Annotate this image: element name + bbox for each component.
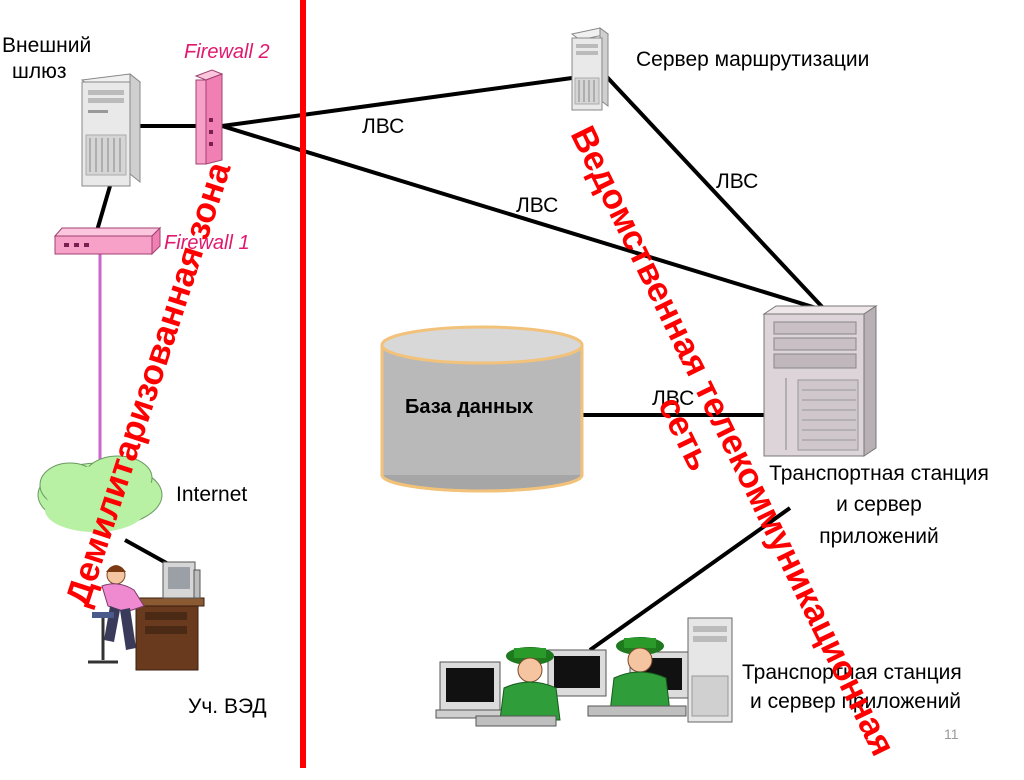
- transport-station-1-label: Транспортная станция и сервер приложений: [744, 461, 1014, 550]
- external-gateway-label-line1: Внешний: [2, 34, 92, 57]
- firewall-2-icon: [194, 69, 224, 165]
- external-gateway-server-icon: [80, 72, 142, 187]
- transport-station-1-line2: и сервер: [836, 493, 922, 517]
- database-icon: [380, 325, 584, 493]
- transport-station-1-line3: приложений: [819, 524, 939, 548]
- operators-workstations-icon: [435, 617, 733, 727]
- link-firewall2-transport-station: [221, 124, 827, 313]
- page-number: 11: [944, 726, 959, 742]
- firewall-2-label: Firewall 2: [184, 41, 270, 63]
- lan-label-middle: ЛВС: [516, 194, 559, 217]
- external-gateway-label: Внешний шлюз: [2, 33, 91, 86]
- internet-cloud-icon: [37, 455, 163, 532]
- external-gateway-label-line2: шлюз: [12, 60, 67, 84]
- link-routing-server-transport-station: [604, 74, 828, 313]
- transport-station-2-line1: Транспортная станция: [742, 661, 962, 684]
- link-transport-station-workstations: [588, 506, 792, 652]
- routing-server-icon: [570, 27, 610, 111]
- ved-workstation-icon: [88, 561, 205, 671]
- transport-station-2-line2: и сервер приложений: [750, 690, 962, 714]
- database-label: База данных: [405, 396, 534, 418]
- ved-unit-label: Уч. ВЭД: [188, 695, 267, 718]
- link-firewall2-routing-server: [221, 76, 573, 128]
- link-internet-ved-pc: [124, 538, 171, 567]
- lan-label-right: ЛВС: [716, 170, 759, 193]
- firewall-1-label: Firewall 1: [164, 232, 250, 254]
- firewall-1-icon: [53, 226, 162, 256]
- lan-label-top: ЛВС: [362, 115, 405, 138]
- transport-station-2-label: Транспортная станция и сервер приложений: [742, 660, 962, 716]
- lan-label-database: ЛВС: [652, 387, 695, 410]
- routing-server-label: Сервер маршрутизации: [636, 48, 870, 71]
- transport-station-1-line1: Транспортная станция: [769, 462, 989, 485]
- link-gateway-firewall1: [94, 185, 112, 235]
- transport-station-server-icon: [762, 305, 878, 457]
- internet-label: Internet: [176, 483, 248, 506]
